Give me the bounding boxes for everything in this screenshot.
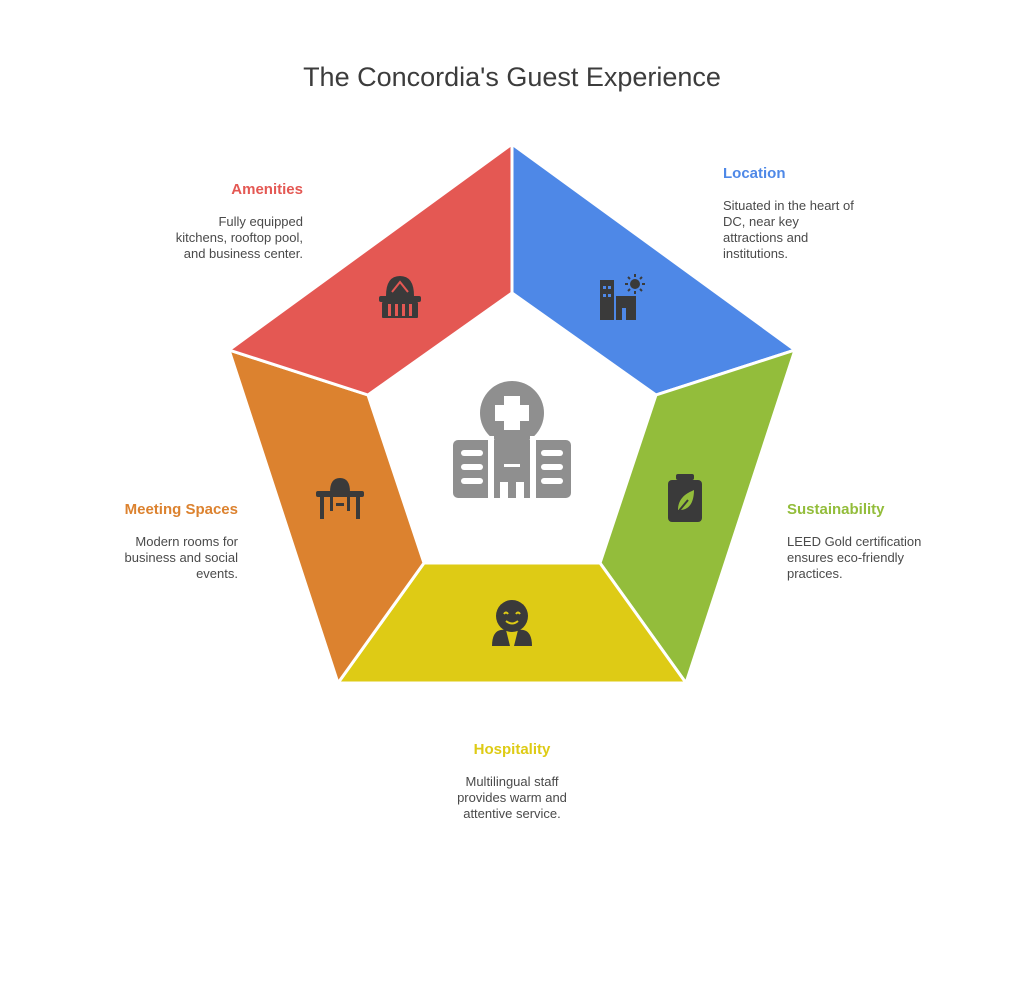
desc-line: attractions and: [723, 230, 809, 245]
label-sustainability: Sustainability LEED Gold certification e…: [787, 501, 987, 582]
desc-line: kitchens, rooftop pool,: [175, 230, 303, 245]
label-amenities-head: Amenities: [231, 181, 303, 198]
hotel-medical-building-icon: [453, 381, 571, 498]
desc-line: DC, near key: [723, 214, 799, 229]
happy-host-icon: [492, 600, 532, 646]
desc-line: LEED Gold certification: [787, 534, 922, 549]
label-location-desc: Situated in the heart of DC, near key at…: [723, 198, 923, 262]
page-title: The Concordia's Guest Experience: [303, 62, 721, 92]
label-meeting-head: Meeting Spaces: [124, 501, 238, 518]
desc-line: attentive service.: [463, 806, 561, 821]
desc-line: events.: [196, 566, 238, 581]
label-sustainability-head: Sustainability: [787, 501, 885, 518]
label-hospitality: Hospitality Multilingual staff provides …: [412, 741, 612, 822]
building-sun-icon: [600, 274, 645, 320]
eco-bin-leaf-icon: [668, 474, 702, 522]
desc-line: and business center.: [183, 246, 303, 261]
desc-line: practices.: [787, 566, 843, 581]
pool-amenities-icon: [379, 276, 421, 318]
label-meeting-spaces: Meeting Spaces Modern rooms for business…: [38, 501, 238, 582]
label-amenities: Amenities Fully equipped kitchens, rooft…: [103, 181, 303, 262]
label-hospitality-head: Hospitality: [473, 741, 551, 758]
label-location: Location Situated in the heart of DC, ne…: [723, 165, 923, 262]
desc-line: provides warm and: [457, 790, 567, 805]
segment-amenities: [225, 141, 514, 397]
meeting-table-icon: [316, 478, 364, 519]
label-amenities-desc: Fully equipped kitchens, rooftop pool, a…: [103, 214, 303, 262]
desc-line: ensures eco-friendly: [787, 550, 905, 565]
label-sustainability-desc: LEED Gold certification ensures eco-frie…: [787, 534, 987, 582]
desc-line: Fully equipped: [218, 214, 303, 229]
label-hospitality-desc: Multilingual staff provides warm and att…: [412, 774, 612, 822]
label-location-head: Location: [723, 165, 786, 182]
desc-line: Multilingual staff: [465, 774, 559, 789]
desc-line: institutions.: [723, 246, 789, 261]
label-meeting-desc: Modern rooms for business and social eve…: [38, 534, 238, 582]
desc-line: Modern rooms for: [135, 534, 238, 549]
desc-line: business and social: [124, 550, 238, 565]
desc-line: Situated in the heart of: [723, 198, 854, 213]
